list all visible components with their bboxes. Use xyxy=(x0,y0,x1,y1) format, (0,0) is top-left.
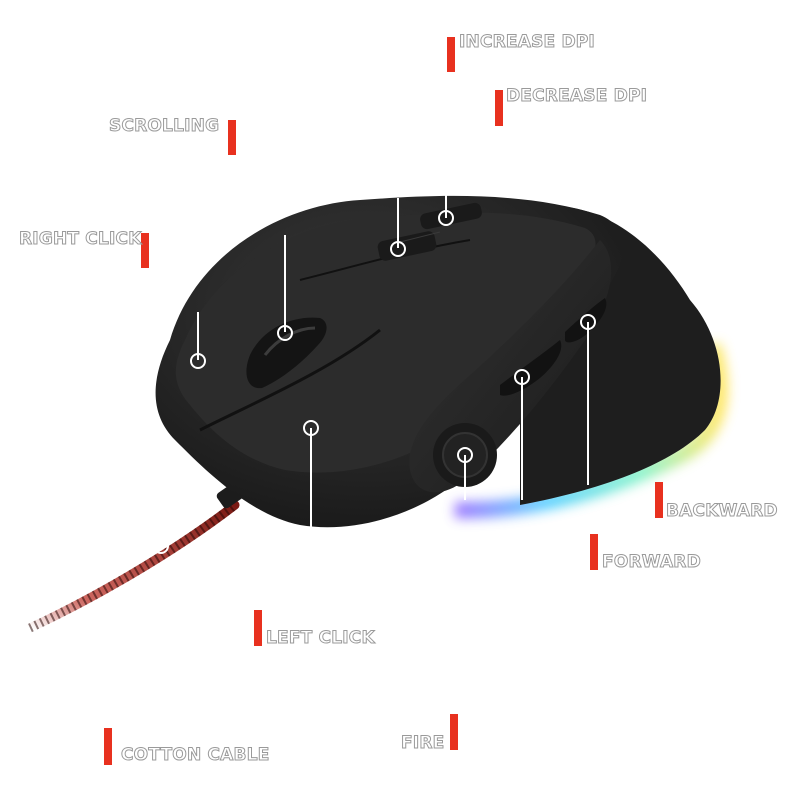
cable-marker xyxy=(153,538,169,554)
forward-label: FORWARD xyxy=(602,552,702,572)
forward-marker xyxy=(514,369,530,385)
right-click-label: RIGHT CLICK xyxy=(19,229,142,249)
cotton-cable xyxy=(25,500,240,633)
scrolling-bar xyxy=(228,120,236,155)
backward-button xyxy=(565,298,607,343)
fire-bar xyxy=(450,714,458,750)
increase-dpi-bar xyxy=(447,37,455,72)
forward-bar xyxy=(590,534,598,570)
scroll-wheel xyxy=(246,317,327,389)
increase-dpi-label: INCREASE DPI xyxy=(459,32,596,52)
backward-label: BACKWARD xyxy=(666,501,779,521)
fire-label: FIRE xyxy=(400,733,445,753)
fire-marker xyxy=(457,447,473,463)
backward-bar xyxy=(655,482,663,518)
decrease-dpi-label: DECREASE DPI xyxy=(505,86,648,106)
right-click-bar xyxy=(141,233,149,268)
cotton-cable-bar xyxy=(104,728,112,765)
decrease-dpi-bar xyxy=(495,90,503,126)
increase-dpi-marker xyxy=(438,210,454,226)
backward-marker xyxy=(580,314,596,330)
forward-button xyxy=(500,340,562,396)
increase-dpi-button xyxy=(420,202,482,230)
scrolling-label: SCROLLING xyxy=(108,116,220,136)
decrease-dpi-marker xyxy=(390,241,406,257)
right-click-marker xyxy=(190,353,206,369)
left-click-marker xyxy=(303,420,319,436)
left-click-label: LEFT CLICK xyxy=(266,628,376,648)
left-click-bar xyxy=(254,610,262,646)
scrolling-marker xyxy=(277,325,293,341)
cotton-cable-label: COTTON CABLE xyxy=(121,745,270,765)
